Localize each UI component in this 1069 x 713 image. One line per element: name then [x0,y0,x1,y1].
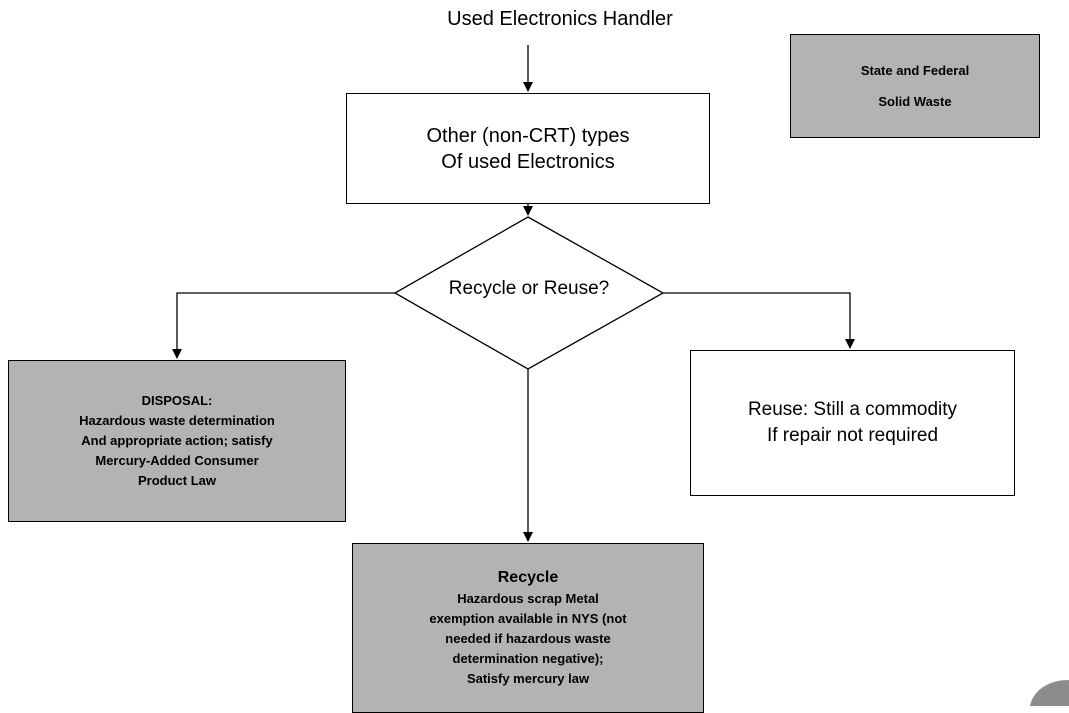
node-recycle: Recycle Hazardous scrap Metal exemption … [352,543,704,713]
node-disposal: DISPOSAL: Hazardous waste determination … [8,360,346,522]
other-line-2: Of used Electronics [441,150,615,173]
disposal-line-3: And appropriate action; satisfy [81,433,273,448]
recycle-heading: Recycle [497,569,559,586]
recycle-line-1: Hazardous scrap Metal [457,591,599,606]
arrow-decision-to-disposal [172,292,395,359]
reuse-line-2: If repair not required [766,425,939,446]
diagram-title: Used Electronics Handler [447,8,673,30]
disposal-line-1: DISPOSAL: [141,393,213,408]
recycle-line-3: needed if hazardous waste [445,631,611,646]
recycle-line-2: exemption available in NYS (not [429,611,627,626]
reuse-line-1: Reuse: Still a commodity [747,399,958,420]
decision-label: Recycle or Reuse? [448,278,610,299]
legend-state-federal-solid-waste: State and Federal Solid Waste [790,34,1040,138]
corner-decoration [1030,679,1069,706]
legend-line-1: State and Federal [860,63,970,78]
other-line-1: Other (non-CRT) types [426,124,630,147]
disposal-line-5: Product Law [137,473,216,488]
disposal-line-2: Hazardous waste determination [79,413,275,428]
node-other-electronics: Other (non-CRT) types Of used Electronic… [346,93,710,204]
legend-line-2: Solid Waste [878,94,952,109]
arrow-decision-to-reuse [663,292,855,349]
recycle-line-4: determination negative); [452,651,604,666]
recycle-line-5: Satisfy mercury law [466,671,590,686]
disposal-line-4: Mercury-Added Consumer [95,453,259,468]
node-reuse: Reuse: Still a commodity If repair not r… [690,350,1015,496]
